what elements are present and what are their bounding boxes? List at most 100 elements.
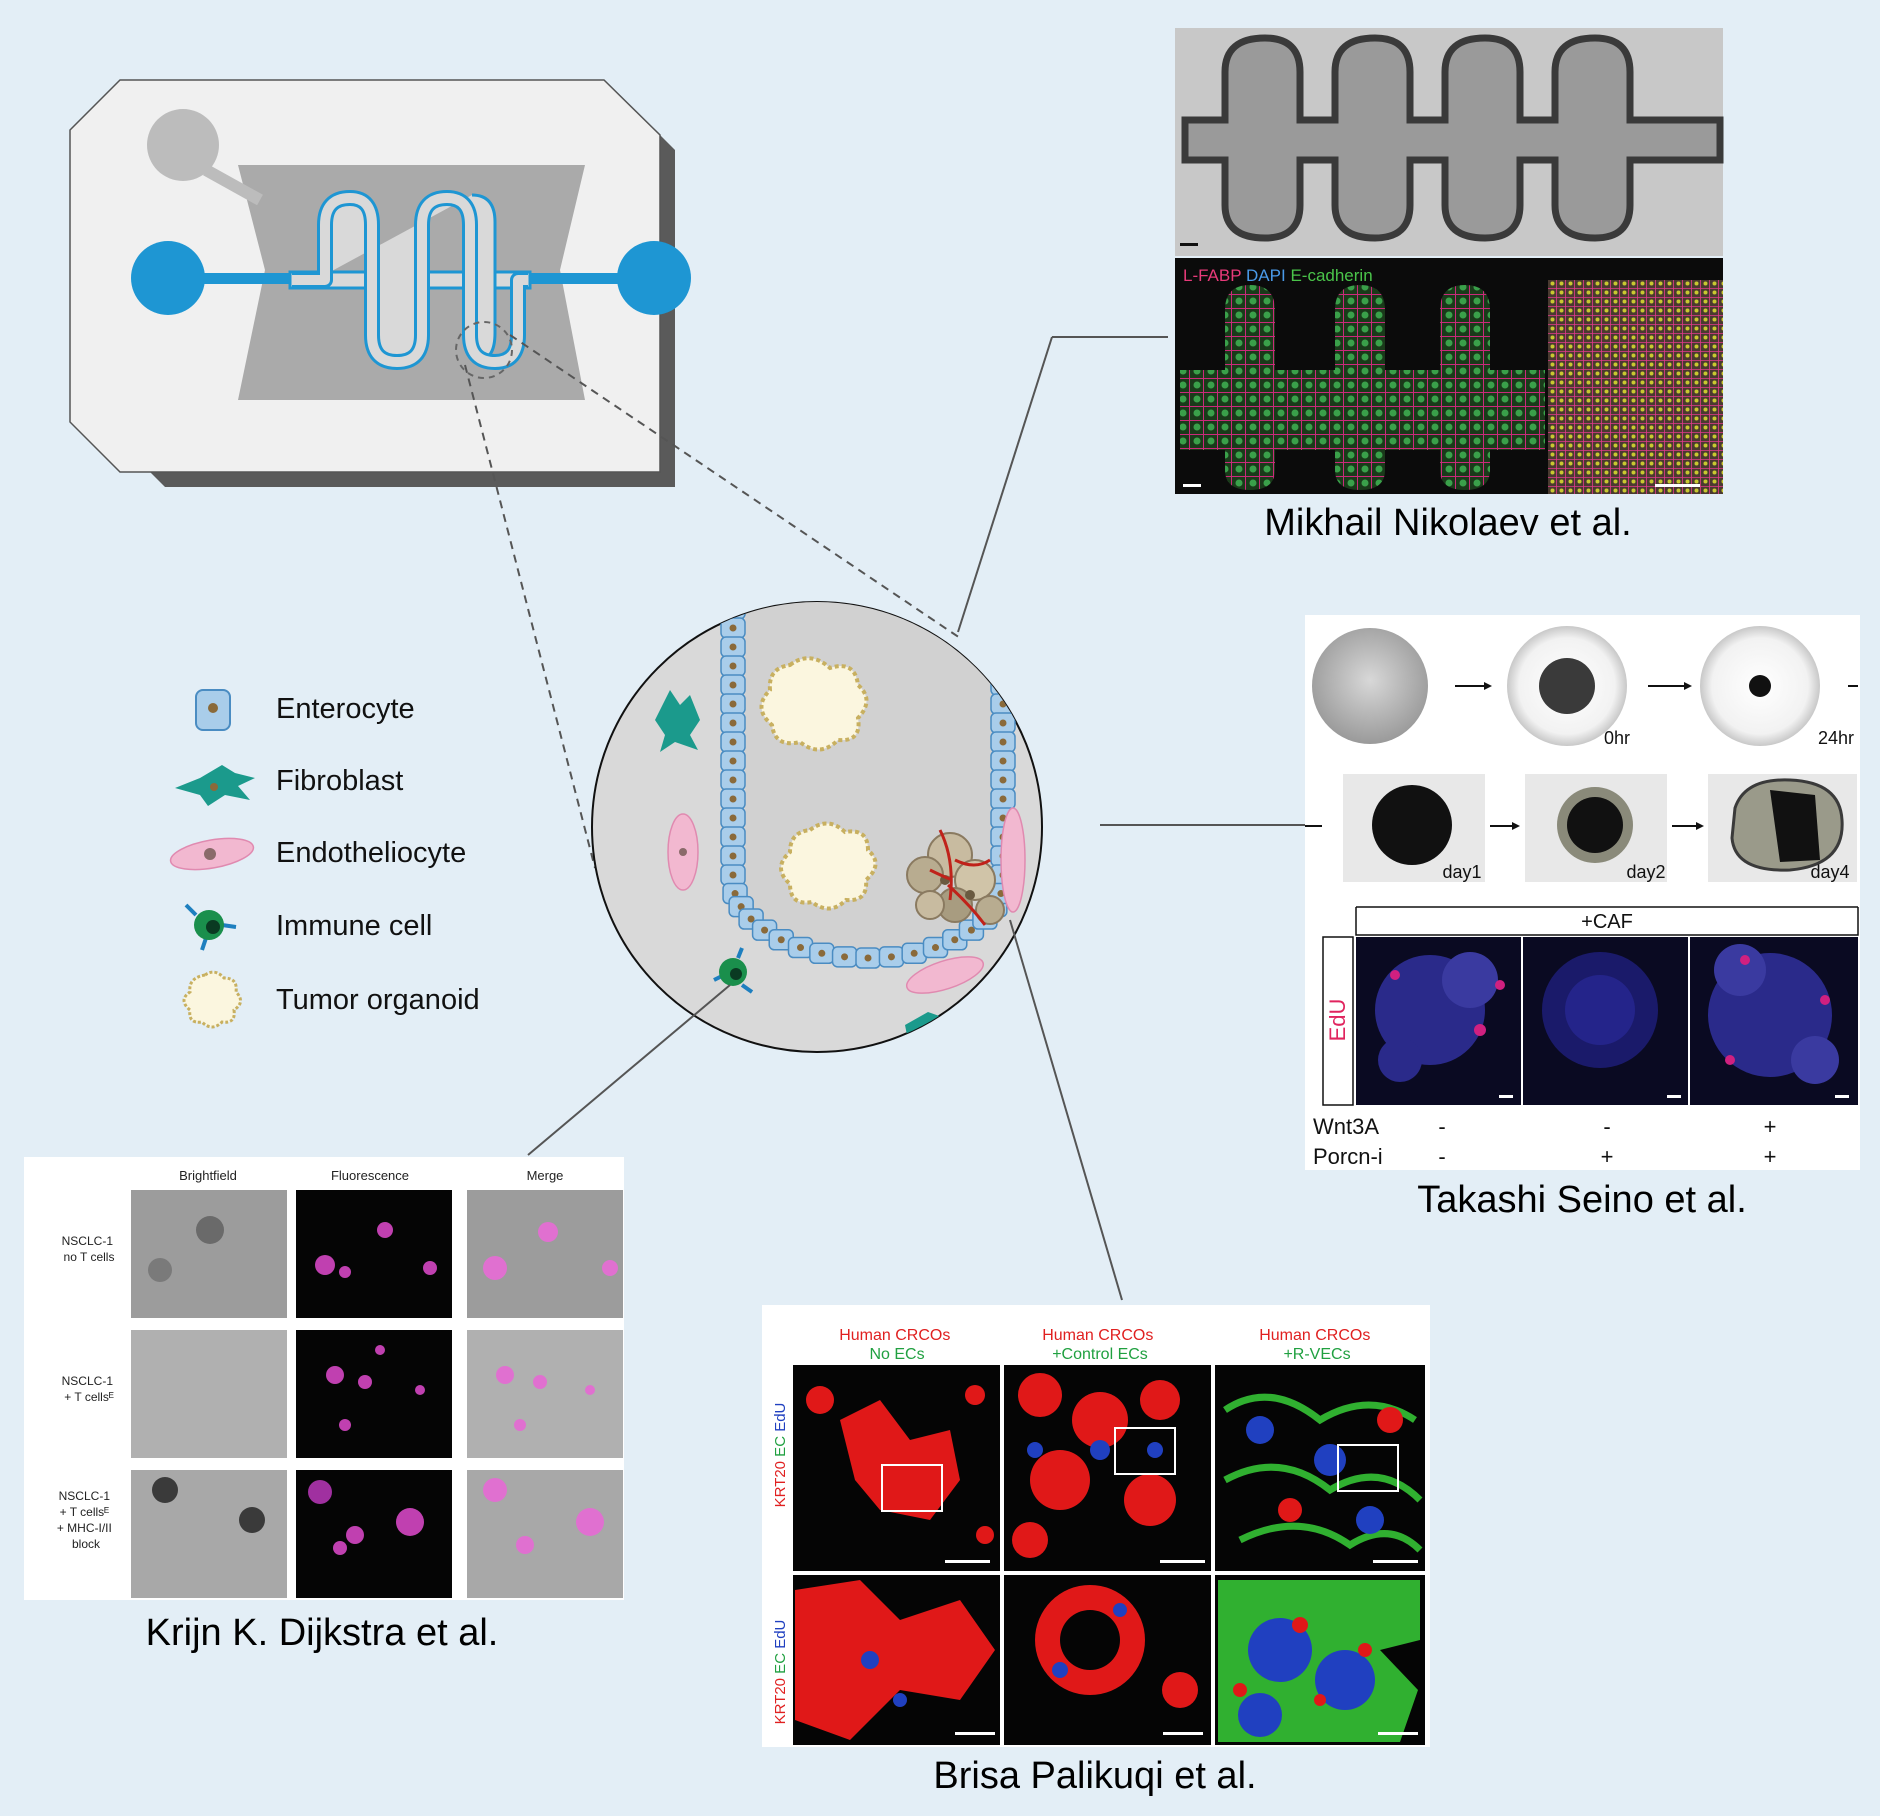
legend-label-immune-cell: Immune cell [276,910,432,942]
palikuqi-col2-line1: Human CRCOs [1042,1327,1153,1344]
caf-header: +CAF [1581,911,1633,933]
svg-text:Human CRCOs +R-VECs: Human CRCOs +R-VECs [1259,1327,1375,1363]
svg-text:+: + [1764,1144,1777,1169]
enterocyte [991,580,1015,600]
enterocyte-nucleus [999,662,1007,670]
palikuqi-col2-line2: +Control ECs [1052,1346,1148,1363]
dijkstra-panel: Brightfield Fluorescence Merge NSCLC-1 n… [24,1157,624,1654]
seino-sphere-image [1312,628,1428,744]
enterocyte-nucleus [730,587,737,594]
caption-dijkstra: Krijn K. Dijkstra et al. [146,1612,499,1654]
day-label-2: day2 [1626,862,1665,882]
enterocyte [721,580,745,600]
enterocyte-nucleus [999,643,1007,651]
svg-text:+: + [1764,1114,1777,1139]
dijkstra-merge-2 [467,1330,623,1458]
vascularized-tumor [906,829,1005,926]
caption-seino: Takashi Seino et al. [1417,1179,1747,1221]
connector-palikuqi [1009,919,1123,1301]
legend-label-fibroblast: Fibroblast [276,765,403,797]
enterocyte-nucleus [999,681,1007,689]
time-label-24hr: 24hr [1818,728,1854,748]
enterocyte-nucleus [999,757,1007,765]
endotheliocyte [905,956,985,994]
palikuqi-side-label-top: KRT20 EC EdU [772,1403,789,1508]
zoom-indicator-circle [455,321,513,379]
svg-text:-: - [1438,1114,1445,1139]
enterocyte-icon [195,689,231,731]
enterocyte-nucleus [729,662,737,670]
connector-dijkstra [527,984,731,1156]
stain-dapi: DAPI [1246,266,1286,285]
svg-text:NSCLC-1 + T cellsᴱ: NSCLC-1 + T cellsᴱ + MHC-I/II block [57,1489,115,1551]
legend-label-tumor-organoid: Tumor organoid [276,984,480,1016]
enterocyte-nucleus [729,624,737,632]
microfluidic-chip [69,79,691,487]
dijkstra-brightfield-2 [131,1330,287,1458]
connector-nikolaev [957,336,1053,633]
legend-label-endotheliocyte: Endotheliocyte [276,837,466,869]
enterocyte [990,636,1016,658]
enterocyte-nucleus [729,814,737,822]
fibroblast-icon [175,765,255,806]
enterocyte-nucleus [932,944,939,952]
fibroblast [1050,780,1100,848]
enterocyte-nucleus [999,795,1007,803]
endotheliocyte-icon [169,837,255,871]
enterocyte-nucleus [729,605,737,613]
enterocyte-nucleus [818,949,826,957]
enterocyte-nucleus [997,890,1005,898]
palikuqi-panel: Human CRCOs No ECs Human CRCOs +Control … [762,1305,1430,1797]
dijkstra-merge-1 [467,1190,623,1318]
enterocyte-nucleus [729,833,737,841]
tumor-organoid-icon [182,970,242,1029]
col-header-brightfield: Brightfield [179,1168,237,1183]
svg-text:L-FABP DAPI E-cadh: L-FABP DAPI E-cadherin [1183,266,1373,285]
palikuqi-col3-line1: Human CRCOs [1259,1327,1370,1344]
svg-text:NSCLC-1 no T cells: NSCLC-1 no T cells [62,1234,117,1264]
enterocyte [990,674,1016,696]
endotheliocyte [1000,807,1026,913]
enterocyte [990,602,1016,620]
enterocyte-nucleus [731,890,739,898]
caption-nikolaev: Mikhail Nikolaev et al. [1264,502,1631,544]
day-label-1: day1 [1442,862,1481,882]
legend-label-enterocyte: Enterocyte [276,693,415,725]
palikuqi-col1-line2: No ECs [869,1346,924,1363]
stain-lfabp: L-FABP [1183,266,1241,285]
tumor-organoid [759,656,869,752]
enterocyte-nucleus [951,936,959,944]
crypt-zoom-circle [591,580,1100,1053]
enterocyte-nucleus [747,915,755,923]
svg-text:Human CRCOs No ECs: Human CRCOs No ECs [839,1327,955,1363]
enterocyte-nucleus [729,776,737,784]
enterocyte-nucleus [729,643,737,651]
palikuqi-side-label-bottom: KRT20 EC EdU [772,1620,789,1725]
day-label-4: day4 [1810,862,1849,882]
nikolaev-panel: L-FABP DAPI E-cadherin Mikhail Nikolaev … [1175,28,1724,544]
enterocyte-nucleus [729,852,737,860]
enterocyte-nucleus [729,738,737,746]
enterocyte-nucleus [729,757,737,765]
svg-text:NSCLC-1 + T cellsᴱ: NSCLC-1 + T cellsᴱ [62,1374,117,1404]
enterocyte-nucleus [999,719,1007,727]
col-header-fluorescence: Fluorescence [331,1168,409,1183]
tumor-organoid [779,821,878,911]
enterocyte-nucleus [841,953,849,961]
time-label-0hr: 0hr [1604,728,1630,748]
enterocyte-nucleus [1000,587,1007,594]
enterocyte-nucleus [729,719,737,727]
enterocyte-nucleus [729,700,737,708]
immune-cell [1038,643,1042,657]
enterocyte-nucleus [777,936,785,944]
enterocyte-nucleus [999,738,1007,746]
stain-ecadherin: E-cadherin [1290,266,1372,285]
palikuqi-col3-line2: +R-VECs [1283,1346,1350,1363]
enterocyte-nucleus [797,944,804,952]
enterocyte-nucleus [761,926,769,934]
row-label-porcn-i: Porcn-i [1313,1144,1383,1169]
zoom-line-left [464,364,596,869]
seino-panel: 0hr 24hr day1 day2 day4 +CAF EdU [1305,615,1860,1221]
immune-cell [713,947,754,994]
enterocyte [990,655,1016,677]
